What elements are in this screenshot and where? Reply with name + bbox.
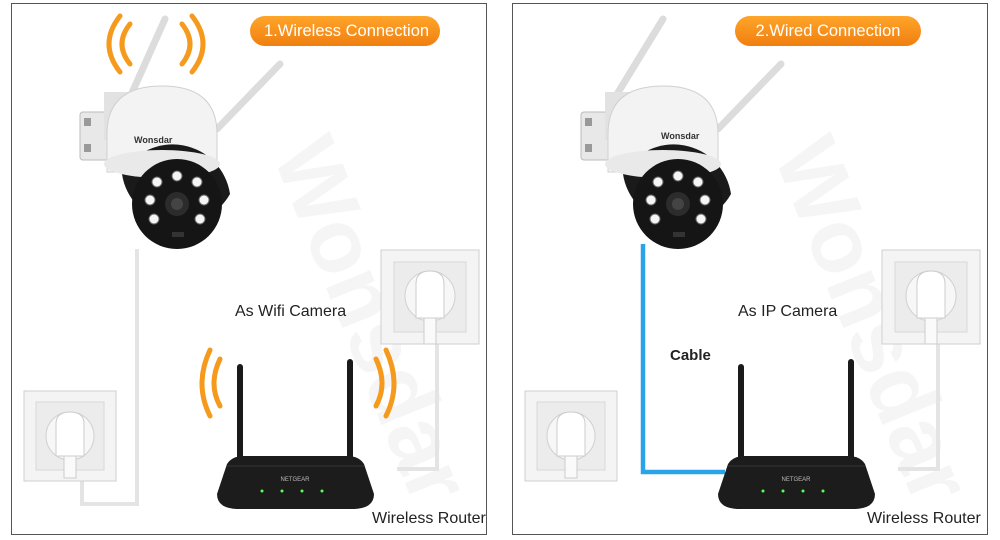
wireless-connection-panel: Wonsdar xyxy=(11,3,487,535)
wired-scene-illustration: Wonsdar xyxy=(524,15,987,517)
wired-connection-title: 2.Wired Connection xyxy=(735,16,921,46)
wifi-camera-label: As Wifi Camera xyxy=(235,303,347,320)
wireless-scene-illustration: Wonsdar xyxy=(23,13,486,517)
router-power-cable xyxy=(397,344,439,471)
camera-brand-text: Wonsdar xyxy=(134,135,173,145)
wall-socket-right xyxy=(881,249,981,345)
wifi-signal-icon xyxy=(106,13,206,75)
wired-connection-panel: Wonsdar xyxy=(512,3,988,535)
camera-illustration xyxy=(580,15,785,249)
camera-brand-text: Wonsdar xyxy=(661,131,700,141)
router-power-cable xyxy=(898,344,940,471)
cable-label: Cable xyxy=(670,347,711,364)
router-brand-text: NETGEAR xyxy=(781,477,811,483)
ethernet-cable xyxy=(640,244,725,475)
router-wifi-signal-icon xyxy=(199,347,397,419)
ip-camera-label: As IP Camera xyxy=(738,303,838,320)
wireless-connection-title: 1.Wireless Connection xyxy=(250,16,440,46)
router-brand-text: NETGEAR xyxy=(280,477,310,483)
camera-power-cable xyxy=(80,249,139,506)
router-illustration: NETGEAR xyxy=(217,359,374,509)
router-illustration: NETGEAR xyxy=(718,359,875,509)
wireless-router-label: Wireless Router xyxy=(372,510,486,527)
wireless-router-label: Wireless Router xyxy=(867,510,981,527)
wall-socket-left xyxy=(524,390,618,482)
camera-illustration xyxy=(79,15,284,249)
wall-socket-left xyxy=(23,390,117,482)
wall-socket-right xyxy=(380,249,480,345)
